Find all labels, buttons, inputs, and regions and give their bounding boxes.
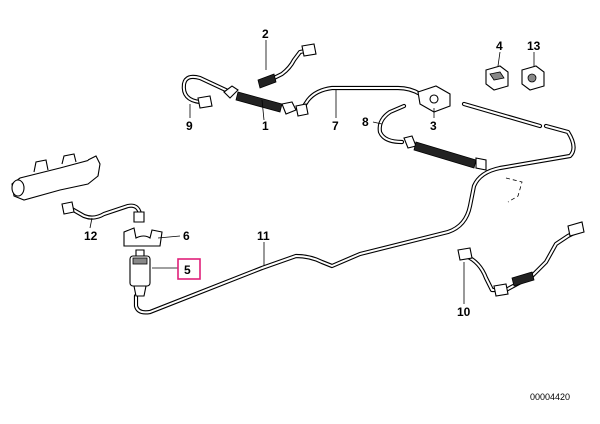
pipe-8: [377, 103, 407, 145]
callout-10: 10: [457, 305, 471, 319]
callout-9: 9: [186, 119, 193, 133]
fitting-9: [197, 95, 213, 109]
brake-hose-10: [457, 221, 585, 297]
brake-hose-1: [223, 85, 297, 115]
pipe-11: [133, 123, 576, 315]
pipe-10: [463, 227, 583, 293]
distributor-3: [417, 85, 451, 113]
brake-hose-8: [403, 135, 487, 171]
callout-11: 11: [257, 229, 270, 243]
master-cylinder: [11, 153, 101, 201]
pipe-12: [67, 203, 143, 220]
leader-lines: [89, 40, 535, 304]
pipe-9: [181, 74, 233, 105]
callout-5: 5: [184, 263, 191, 277]
clip-13: [521, 65, 545, 91]
callout-labels: 1 2 3 4 5 6 7 8 9 10 11 12 13: [84, 27, 541, 319]
callout-7: 7: [332, 119, 339, 133]
brake-hose-2: [257, 43, 317, 89]
callout-12: 12: [84, 229, 98, 243]
fitting-7: [295, 103, 309, 117]
pipe-network: [67, 47, 583, 315]
pressure-regulator-5: [129, 249, 151, 297]
callout-6: 6: [183, 229, 190, 243]
pipe-2: [263, 47, 313, 85]
fitting-12: [61, 201, 145, 223]
pipe-3-right: [461, 101, 543, 129]
clip-4: [485, 65, 509, 91]
callout-1: 1: [262, 119, 269, 133]
bracket-6: [123, 227, 163, 247]
pipe-7: [297, 85, 423, 115]
callout-3: 3: [430, 119, 437, 133]
callout-13: 13: [527, 39, 541, 53]
callout-2: 2: [262, 27, 269, 41]
callout-8: 8: [362, 115, 369, 129]
dashed-connector: [505, 177, 523, 203]
highlight-box-5: [177, 258, 201, 280]
callout-4: 4: [496, 39, 503, 53]
diagram-code: 00004420: [530, 392, 570, 402]
